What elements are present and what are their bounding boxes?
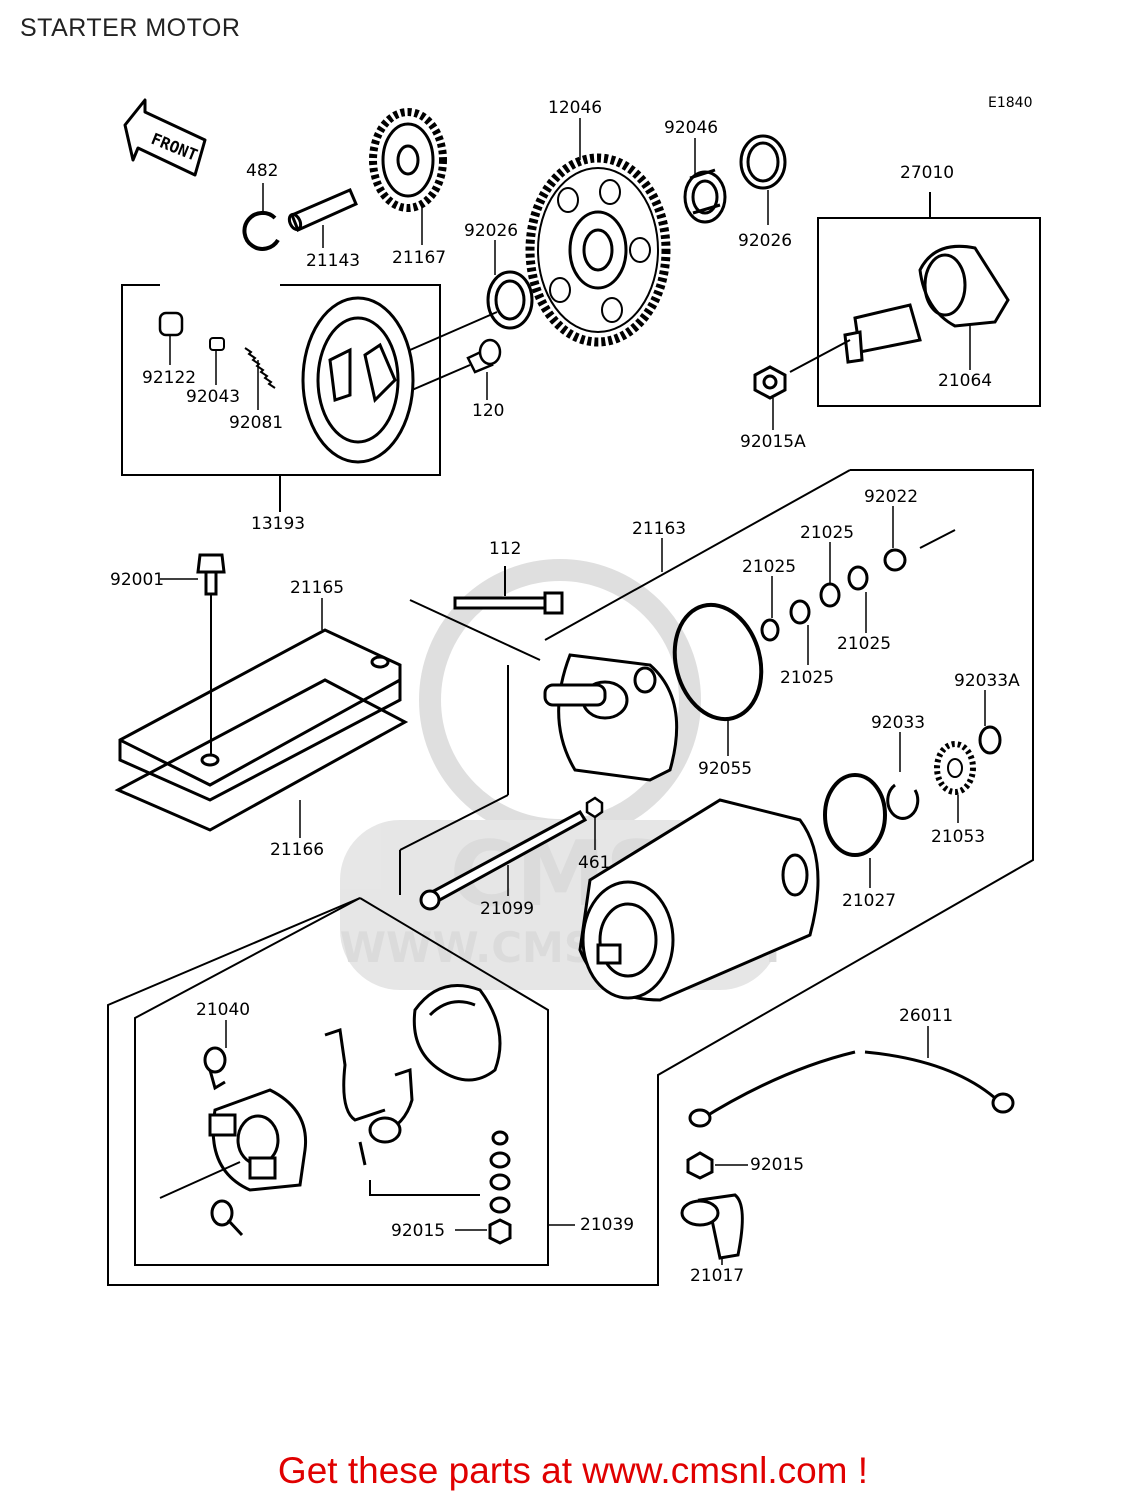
label-21099: 21099 (480, 899, 534, 919)
part-92026-washer-left (486, 270, 534, 330)
label-26011: 26011 (899, 1006, 953, 1026)
label-92015A: 92015A (740, 432, 806, 452)
part-21017-boot (680, 1193, 744, 1260)
footer-cta[interactable]: Get these parts at www.cmsnl.com ! (277, 1450, 869, 1491)
group-21163-frame (107, 469, 1034, 1286)
part-92033A-circlip (978, 725, 1002, 755)
label-21025-d: 21025 (837, 634, 891, 654)
label-27010: 27010 (900, 163, 954, 183)
label-21053: 21053 (931, 827, 985, 847)
label-92033: 92033 (871, 713, 925, 733)
label-461: 461 (578, 853, 610, 873)
label-12046: 12046 (548, 98, 602, 118)
part-92001-bolt (196, 553, 226, 596)
part-92122-roller (158, 311, 184, 337)
part-21053-gear (934, 741, 976, 795)
leader-lines (160, 118, 986, 1265)
group-21039-box (134, 897, 549, 1266)
label-92081: 92081 (229, 413, 283, 433)
part-92046-needle-bearing (683, 168, 727, 224)
part-12046-gear (525, 153, 671, 347)
part-labels: 482 21143 21167 12046 92046 92026 92026 … (110, 98, 1020, 1286)
part-92081-spring (244, 347, 276, 389)
label-21039: 21039 (580, 1215, 634, 1235)
page-title: STARTER MOTOR (20, 14, 241, 42)
label-21167: 21167 (392, 248, 446, 268)
label-21143: 21143 (306, 251, 360, 271)
label-92046: 92046 (664, 118, 718, 138)
label-21064: 21064 (938, 371, 992, 391)
part-21040-brush-spring (203, 1046, 244, 1237)
label-21163: 21163 (632, 519, 686, 539)
label-13193: 13193 (251, 514, 305, 534)
part-92026-washer-right (739, 134, 787, 190)
part-screws-washers (488, 1130, 512, 1245)
part-92033-circlip (886, 783, 920, 820)
label-21025-a: 21025 (742, 557, 796, 577)
label-112: 112 (489, 539, 521, 559)
label-92015-right: 92015 (750, 1155, 804, 1175)
label-92001: 92001 (110, 570, 164, 590)
part-brush-holder (324, 1028, 414, 1166)
exploded-parts-diagram: CMS WWW.CMSNL.COM E1840 FRONT (107, 95, 1041, 1286)
label-21025-c: 21025 (780, 668, 834, 688)
part-cover-plate (412, 984, 502, 1082)
front-arrow-icon: FRONT (123, 98, 207, 177)
part-461-nut (585, 796, 604, 819)
part-21167-gear (369, 108, 447, 212)
part-brush-plate (208, 1088, 308, 1192)
part-92015A-nut (753, 365, 787, 400)
part-21166-gasket (114, 678, 409, 832)
part-21099-bolt (419, 810, 588, 911)
label-92055: 92055 (698, 759, 752, 779)
part-92055-o-ring (672, 602, 764, 722)
part-starter-motor-body (578, 798, 820, 1002)
part-92043-pin (209, 337, 225, 351)
part-112-bolt (453, 591, 564, 615)
part-21027-o-ring (823, 773, 887, 857)
label-21025-b: 21025 (800, 523, 854, 543)
label-482: 482 (246, 161, 278, 181)
label-92043: 92043 (186, 387, 240, 407)
label-92026-right: 92026 (738, 231, 792, 251)
part-end-cover (543, 653, 679, 782)
part-482-circlip (242, 210, 280, 251)
part-21025-washers (760, 548, 907, 642)
label-21027: 21027 (842, 891, 896, 911)
diagram-code: E1840 (988, 95, 1032, 111)
group-27010-box (817, 192, 1041, 407)
label-92033A: 92033A (954, 671, 1020, 691)
label-21165: 21165 (290, 578, 344, 598)
label-21040: 21040 (196, 1000, 250, 1020)
label-21017: 21017 (690, 1266, 744, 1286)
part-26011-cable (688, 1050, 1015, 1128)
label-120: 120 (472, 401, 504, 421)
part-21064-solenoid (843, 244, 1010, 364)
part-120-bolt (466, 338, 502, 374)
label-92022: 92022 (864, 487, 918, 507)
label-92015-left: 92015 (391, 1221, 445, 1241)
part-21143-shaft (287, 188, 358, 233)
part-92015-nut-right (686, 1151, 714, 1180)
group-13193-box (121, 284, 441, 512)
label-92122: 92122 (142, 368, 196, 388)
part-clutch-body (301, 296, 415, 464)
label-92026-left: 92026 (464, 221, 518, 241)
label-21166: 21166 (270, 840, 324, 860)
